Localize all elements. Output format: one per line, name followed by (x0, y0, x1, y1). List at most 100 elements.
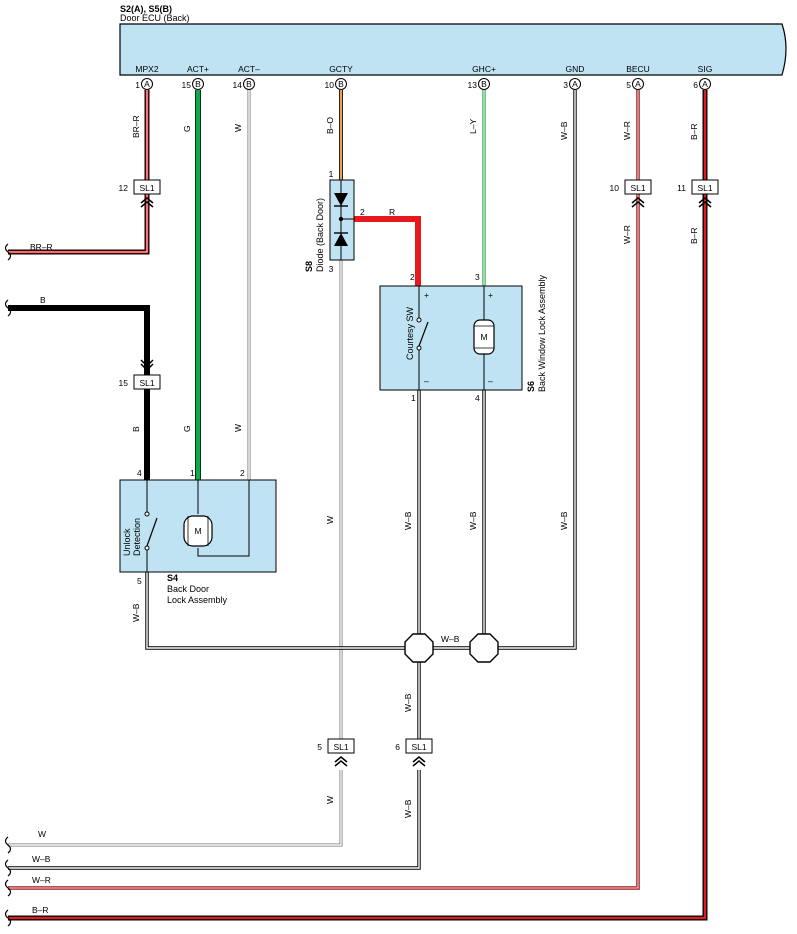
wire-label: B (40, 295, 46, 305)
break-symbols (4, 243, 12, 927)
wire-label: W–B (559, 511, 569, 530)
terminal-label-sig: SIG (698, 64, 713, 74)
junction-sl1-15: 15 SL1 (119, 359, 161, 390)
wire-out-w (8, 770, 343, 847)
s4-name-1: Back Door (167, 584, 209, 594)
wire-gnd (497, 90, 577, 650)
wire-s6-pins (417, 390, 486, 634)
s6-switch-label: Courtesy SW (405, 306, 415, 360)
terminal-ghc-plus: 13 B (468, 78, 490, 90)
wire-label: B–R (32, 905, 49, 915)
wire-out-wb (8, 770, 421, 870)
wire-label: L–Y (468, 119, 478, 134)
svg-text:5: 5 (626, 80, 631, 90)
svg-text:–: – (424, 376, 429, 386)
wire-label: W–R (622, 121, 632, 140)
svg-text:SL1: SL1 (333, 742, 348, 752)
svg-text:M: M (194, 526, 201, 536)
svg-text:2: 2 (360, 207, 365, 217)
svg-text:4: 4 (475, 393, 480, 403)
terminal-label-becu: BECU (626, 64, 650, 74)
svg-text:10: 10 (610, 183, 620, 193)
wire-label: B (131, 426, 141, 432)
terminal-act-minus: 14 B (233, 78, 255, 90)
terminal-label-ghc-plus: GHC+ (472, 64, 496, 74)
svg-text:SL1: SL1 (139, 378, 154, 388)
terminal-becu: 5 A (626, 78, 644, 90)
junction-sl1-6: 6 SL1 (395, 738, 433, 767)
terminal-gnd: 3 A (563, 78, 581, 90)
svg-text:2: 2 (410, 272, 415, 282)
wire-label: G (182, 125, 192, 132)
svg-text:B: B (338, 79, 344, 89)
wire-label: W (233, 124, 243, 132)
s4-id: S4 (167, 573, 178, 583)
terminal-label-gcty: GCTY (329, 64, 353, 74)
svg-text:10: 10 (325, 80, 335, 90)
wire-label: BR–R (131, 115, 141, 138)
svg-text:+: + (488, 290, 493, 300)
wire-becu (8, 90, 640, 890)
svg-text:1: 1 (135, 80, 140, 90)
switch-icon (146, 517, 158, 547)
svg-text:SL1: SL1 (139, 183, 154, 193)
s6-assembly: 2 3 1 4 + + – – M (379, 272, 523, 403)
svg-text:15: 15 (182, 80, 192, 90)
svg-text:13: 13 (468, 80, 478, 90)
svg-text:3: 3 (563, 80, 568, 90)
wire-label: G (182, 425, 192, 432)
wire-label: W–B (441, 634, 460, 644)
svg-text:1: 1 (411, 393, 416, 403)
wire-label: BR–R (30, 242, 53, 252)
diode-s8: 1 2 3 (329, 169, 365, 274)
svg-text:5: 5 (317, 742, 322, 752)
splice-point (469, 633, 499, 663)
diode-name: Diode (Back Door) (315, 198, 325, 272)
motor-icon: M (183, 515, 213, 547)
ecu-id: S2(A), S5(B) (120, 4, 172, 14)
terminal-sig: 6 A (693, 78, 711, 90)
svg-text:M: M (480, 332, 487, 342)
svg-text:5: 5 (137, 576, 142, 586)
wire-label: W (38, 829, 46, 839)
svg-text:B: B (246, 79, 252, 89)
svg-text:SL1: SL1 (630, 183, 645, 193)
svg-text:3: 3 (329, 264, 334, 274)
diode-upper-icon (334, 193, 348, 206)
wire-label: B–R (689, 227, 699, 244)
s4-name-2: Lock Assembly (167, 595, 228, 605)
ecu-panel (119, 23, 787, 76)
wire-label: R (389, 207, 395, 217)
svg-text:SL1: SL1 (411, 742, 426, 752)
terminal-label-act-minus: ACT– (238, 64, 260, 74)
wire-label: W–B (131, 603, 141, 622)
s4-switch-label-2: Detection (132, 518, 142, 556)
s4-assembly: 4 1 2 5 M (119, 468, 277, 586)
terminal-mpx2: 1 A (135, 78, 153, 90)
terminal-act-plus: 15 B (182, 78, 204, 90)
wire-sig (8, 90, 708, 921)
wire-b-black (8, 305, 150, 482)
svg-text:B: B (481, 79, 487, 89)
svg-text:A: A (702, 79, 708, 89)
junction-sl1-5: 5 SL1 (317, 738, 355, 767)
svg-text:12: 12 (119, 183, 129, 193)
svg-text:15: 15 (119, 378, 129, 388)
s4-switch-label-1: Unlock (122, 528, 132, 556)
wire-diode-r (352, 216, 421, 287)
wire-label: W–B (32, 854, 51, 864)
wire-label: W–R (32, 875, 51, 885)
svg-text:A: A (572, 79, 578, 89)
svg-text:3: 3 (475, 272, 480, 282)
wire-label: W–B (403, 799, 413, 818)
junction-sl1-12: 12 SL1 (119, 179, 161, 208)
wire-gnd-bus (145, 572, 470, 650)
motor-icon: M (473, 319, 495, 355)
svg-text:2: 2 (240, 468, 245, 478)
wire-label: W (233, 424, 243, 432)
diode-label: S8 (304, 261, 314, 272)
wire-label: W–B (403, 693, 413, 712)
terminal-label-mpx2: MPX2 (135, 64, 158, 74)
terminal-label-act-plus: ACT+ (187, 64, 209, 74)
